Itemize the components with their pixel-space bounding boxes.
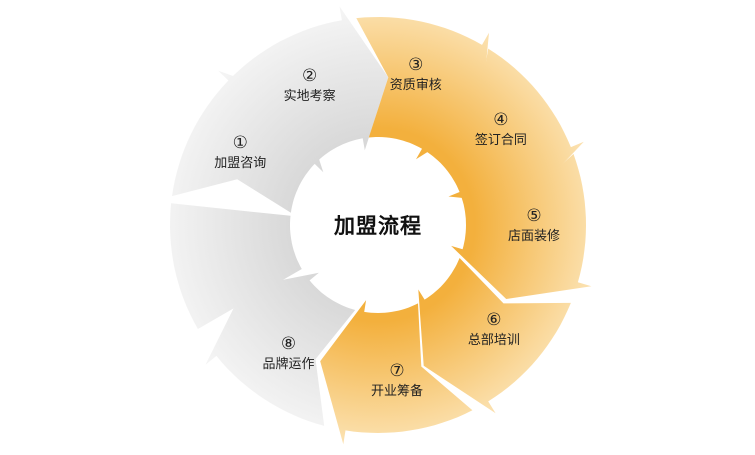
step-label: 店面装修 [507,228,561,244]
step-arrow-8 [205,272,356,426]
ring-filler-segment [170,203,302,329]
step-number: ⑤ [526,205,542,226]
step-arrow-5 [451,153,592,299]
step-5: ⑤ 店面装修 [508,205,560,245]
step-arrow-6 [418,258,571,414]
step-label: 品牌运作 [262,356,315,372]
step-label: 实地考察 [283,88,336,104]
step-2: ② 实地考察 [284,65,336,105]
step-number: ⑧ [280,333,297,354]
step-number: ③ [408,54,424,75]
step-label: 签订合同 [474,132,527,148]
step-number: ① [232,132,248,153]
step-1: ① 加盟咨询 [214,132,266,172]
step-arrow-3 [356,17,489,160]
step-arrow-1 [172,70,324,213]
diagram-title: 加盟流程 [334,214,422,238]
step-arrow-4 [424,48,584,205]
step-7: ⑦ 开业筹备 [371,360,423,400]
step-number: ⑥ [486,310,502,331]
step-number: ② [301,65,318,86]
step-number: ④ [493,109,509,130]
step-4: ④ 签订合同 [475,109,527,149]
step-label: 资质审核 [389,77,442,93]
step-label: 加盟咨询 [214,155,267,171]
step-6: ⑥ 总部培训 [468,309,520,349]
step-label: 总部培训 [467,333,520,349]
step-arrow-2 [228,6,389,164]
step-arrow-7 [320,300,473,445]
step-8: ⑧ 品牌运作 [263,333,315,373]
step-3: ③ 资质审核 [390,53,442,93]
step-number: ⑦ [389,360,405,381]
step-label: 开业筹备 [370,383,424,399]
